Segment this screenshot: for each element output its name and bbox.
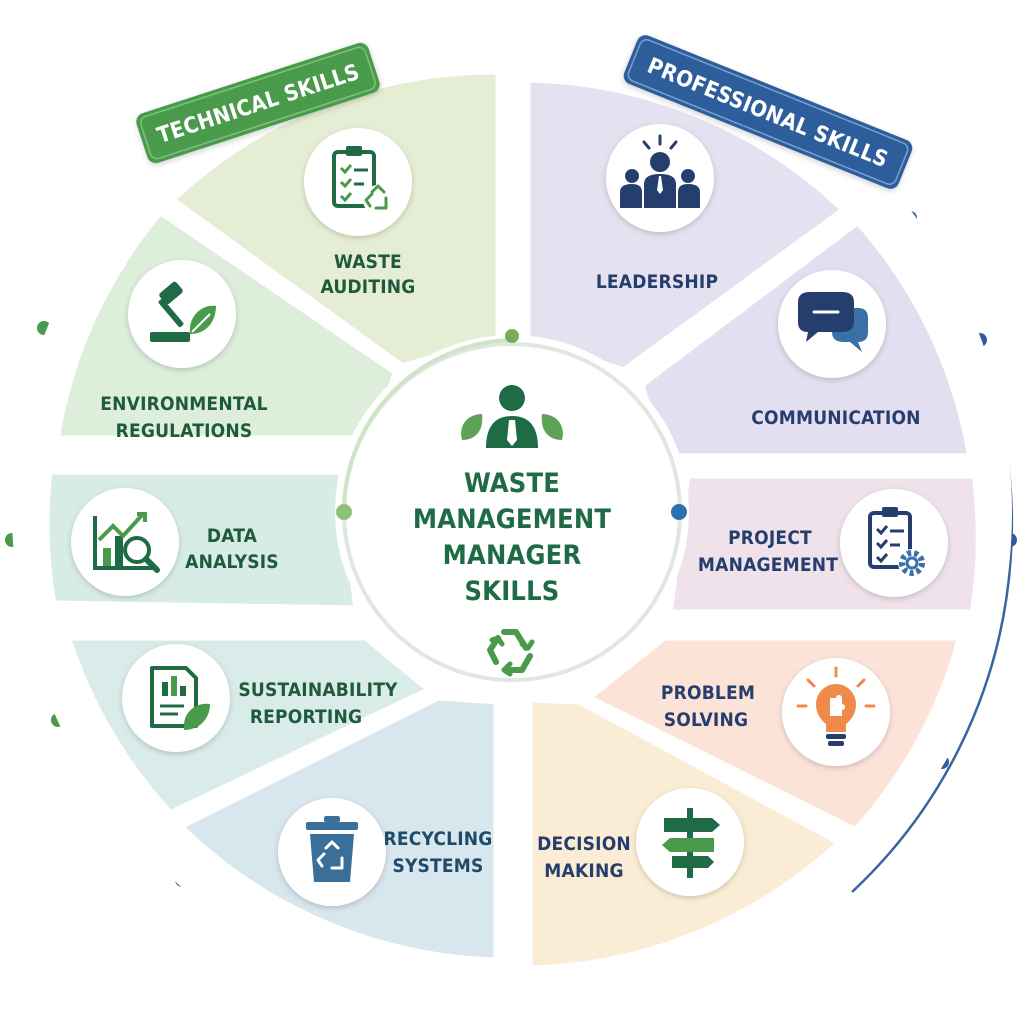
leadership-label: LEADERSHIP	[596, 271, 718, 293]
data-analysis-icon-badge	[71, 488, 179, 596]
chat-bubbles-icon	[798, 292, 868, 352]
recycling-systems-label-line-2: SYSTEMS	[392, 855, 483, 877]
manager-leaf-icon	[461, 385, 563, 448]
data-analysis-label-line-2: ANALYSIS	[185, 551, 279, 573]
environmental-regulations-icon-badge	[128, 260, 236, 368]
center-hub-dot-left	[336, 504, 352, 520]
center-hub-dot-right	[671, 504, 687, 520]
decision-making-icon-badge	[636, 788, 744, 896]
gavel-leaf-icon	[150, 281, 216, 342]
recycle-icon	[487, 629, 535, 677]
communication-icon-badge	[778, 270, 886, 378]
waste-auditing-label-line-2: AUDITING	[320, 276, 415, 298]
communication-label: COMMUNICATION	[751, 407, 920, 429]
project-management-label-line-1: PROJECT	[728, 527, 812, 549]
problem-solving-label-line-1: PROBLEM	[661, 682, 755, 704]
clipboard-recycle-icon	[332, 146, 393, 215]
lightbulb-puzzle-icon	[796, 666, 876, 746]
sustainability-reporting-label-line-1: SUSTAINABILITY	[238, 679, 398, 701]
sustainability-reporting-label-line-2: REPORTING	[250, 706, 362, 728]
report-leaf-icon	[150, 666, 210, 730]
decision-making-label-line-2: MAKING	[544, 860, 623, 882]
problem-solving-icon-badge	[782, 658, 890, 766]
sustainability-reporting-icon-badge	[122, 644, 230, 752]
professional-banner-border	[627, 39, 909, 185]
decision-making-label-line-1: DECISION	[537, 833, 631, 855]
center-hub-dot-top	[505, 329, 519, 343]
project-management-icon-badge	[840, 489, 948, 597]
technical-banner-background	[136, 42, 380, 164]
recycling-systems-label-line-1: RECYCLING	[383, 828, 492, 850]
center-title-line-3: MANAGER	[443, 540, 582, 571]
center-hub: WASTE MANAGEMENT MANAGER SKILLS	[335, 329, 689, 689]
leadership-icon-badge	[606, 124, 714, 232]
team-leader-icon	[620, 134, 700, 208]
environmental-regulations-label-line-2: REGULATIONS	[116, 420, 253, 442]
clipboard-gear-icon	[868, 507, 926, 577]
project-management-label-line-2: MANAGEMENT	[698, 554, 838, 576]
recycle-bin-icon	[306, 816, 358, 882]
environmental-regulations-label-line-1: ENVIRONMENTAL	[100, 393, 267, 415]
data-analysis-label-line-1: DATA	[207, 525, 258, 547]
chart-magnifier-icon	[93, 512, 160, 573]
waste-auditing-label-line-1: WASTE	[334, 251, 402, 273]
center-title-line-4: SKILLS	[464, 576, 559, 607]
technical-banner-border	[140, 46, 376, 160]
professional-banner-background	[623, 35, 913, 189]
problem-solving-label-line-2: SOLVING	[664, 709, 748, 731]
recycling-systems-icon-badge	[278, 798, 386, 906]
center-hub-green-arc	[342, 338, 513, 513]
skill-labels: WASTE AUDITING ENVIRONMENTAL REGULATIONS…	[100, 251, 920, 882]
waste-auditing-icon-badge	[304, 128, 412, 236]
center-title-line-1: WASTE	[464, 468, 560, 499]
signpost-icon	[662, 808, 720, 878]
center-title-line-2: MANAGEMENT	[413, 504, 612, 535]
